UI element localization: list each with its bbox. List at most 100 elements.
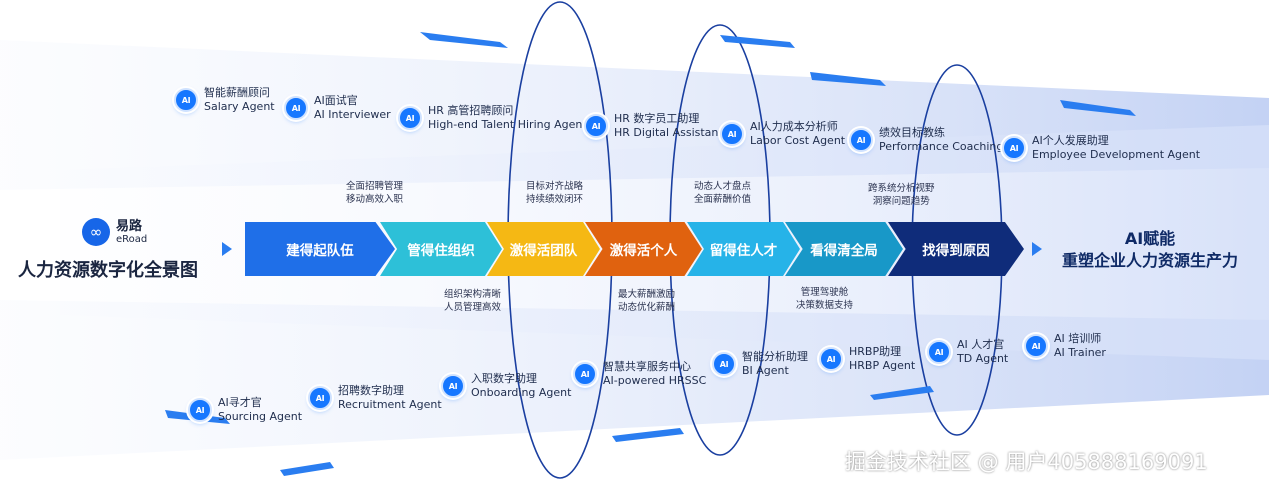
note: 动态人才盘点全面薪酬价值 <box>694 180 751 206</box>
note-line: 组织架构清晰 <box>444 289 502 300</box>
stage-label: 建得起队伍 <box>286 243 354 259</box>
ai-icon: AI <box>398 106 422 130</box>
agent-en: AI Interviewer <box>314 108 391 121</box>
watermark: 掘金技术社区 @ 用户405888169091 <box>845 450 1208 474</box>
ai-icon: AI <box>284 96 308 120</box>
streak <box>420 32 508 48</box>
agent-cn: 智慧共享服务中心 <box>603 360 691 373</box>
agent-en: Performance Coaching <box>879 140 1004 153</box>
agent-cn: AI人力成本分析师 <box>750 120 838 133</box>
agent-en: Employee Development Agent <box>1032 148 1201 161</box>
agent-en: Labor Cost Agent <box>750 134 846 147</box>
agent-en: Salary Agent <box>204 100 275 113</box>
ai-icon: AI <box>927 340 951 364</box>
note-line: 洞察问题趋势 <box>872 196 930 207</box>
ai-icon: AI <box>1024 334 1048 358</box>
ai-icon: AI <box>174 88 198 112</box>
streak <box>280 462 334 476</box>
agent-cn: AI面试官 <box>314 94 358 107</box>
agent-cn: AI个人发展助理 <box>1032 134 1109 147</box>
agent-cn: 绩效目标教练 <box>879 126 945 139</box>
agent-cn: HR 数字员工助理 <box>614 112 700 125</box>
agent-en: AI-powered HRSSC <box>603 374 707 387</box>
agent-en: Onboarding Agent <box>471 386 572 399</box>
stage-label: 激得活团队 <box>509 243 578 259</box>
streak <box>810 72 886 86</box>
note-line: 决策数据支持 <box>796 300 854 311</box>
agent-cn: 智能分析助理 <box>742 350 808 363</box>
ai-icon: AI <box>720 122 744 146</box>
ai-icon: AI <box>849 128 873 152</box>
logo-icon: ∞ <box>82 218 110 246</box>
stage-6: 看得清全局 <box>785 222 903 276</box>
note-line: 目标对齐战略 <box>526 181 584 192</box>
note: 目标对齐战略持续绩效闭环 <box>526 180 583 206</box>
tagline-line-2: 重塑企业人力资源生产力 <box>1061 251 1238 270</box>
page-title: 人力资源数字化全景图 <box>18 260 198 281</box>
agent-en: High-end Talent Hiring Agent <box>428 118 587 131</box>
agent-en: AI Trainer <box>1054 346 1106 359</box>
stage-4: 激得活个人 <box>585 222 702 276</box>
streak <box>612 428 684 442</box>
ai-icon: AI <box>188 398 212 422</box>
stage-label: 看得清全局 <box>810 243 878 259</box>
stage-label: 留得住人才 <box>709 243 778 259</box>
note-line: 全面招聘管理 <box>346 181 404 192</box>
agent-en: HR Digital Assistant <box>614 126 723 139</box>
ai-icon: AI <box>308 386 332 410</box>
arrow <box>222 242 232 256</box>
note-line: 管理驾驶舱 <box>800 287 849 298</box>
note-line: 动态人才盘点 <box>694 181 752 192</box>
ai-icon: AI <box>441 374 465 398</box>
stage-7: 找得到原因 <box>888 222 1024 276</box>
agent-cn: 智能薪酬顾问 <box>204 86 270 99</box>
stage-label: 激得活个人 <box>609 243 678 259</box>
agent-cn: 入职数字助理 <box>471 372 537 385</box>
note-line: 动态优化薪酬 <box>618 302 676 313</box>
logo-name: 易路 <box>116 218 143 234</box>
stage-2: 管得住组织 <box>380 222 502 276</box>
agent-en: Sourcing Agent <box>218 410 303 423</box>
agent-cn: AI 培训师 <box>1054 332 1102 345</box>
agent-en: Recruitment Agent <box>338 398 442 411</box>
ai-icon: AI <box>584 114 608 138</box>
note-line: 全面薪酬价值 <box>694 194 752 205</box>
stage-5: 留得住人才 <box>687 222 800 276</box>
note-line: 跨系统分析视野 <box>868 183 935 194</box>
agent-cn: 招聘数字助理 <box>338 384 404 397</box>
agent-cn: AI寻才官 <box>218 396 262 409</box>
tagline-line-1: AI赋能 <box>1124 229 1176 248</box>
brand-logo: ∞ 易路 eRoad <box>82 218 147 246</box>
note: 组织架构清晰人员管理高效 <box>444 288 501 314</box>
note: 全面招聘管理移动高效入职 <box>346 180 403 206</box>
note-line: 移动高效入职 <box>346 194 404 205</box>
agent-cn: HRBP助理 <box>849 345 902 358</box>
note: 管理驾驶舱决策数据支持 <box>796 286 853 312</box>
streak <box>870 386 934 400</box>
stage-3: 激得活团队 <box>487 222 600 276</box>
streak <box>720 35 795 48</box>
agent-en: TD Agent <box>957 352 1009 365</box>
agent-en: HRBP Agent <box>849 359 916 372</box>
stage-label: 找得到原因 <box>922 243 990 259</box>
ai-icon: AI <box>819 347 843 371</box>
stage-1: 建得起队伍 <box>245 222 395 276</box>
note: 跨系统分析视野洞察问题趋势 <box>868 182 935 208</box>
ai-icon: AI <box>573 362 597 386</box>
ai-icon: AI <box>1002 136 1026 160</box>
tagline: AI赋能 重塑企业人力资源生产力 <box>1050 228 1250 272</box>
note-line: 最大薪酬激励 <box>618 289 676 300</box>
